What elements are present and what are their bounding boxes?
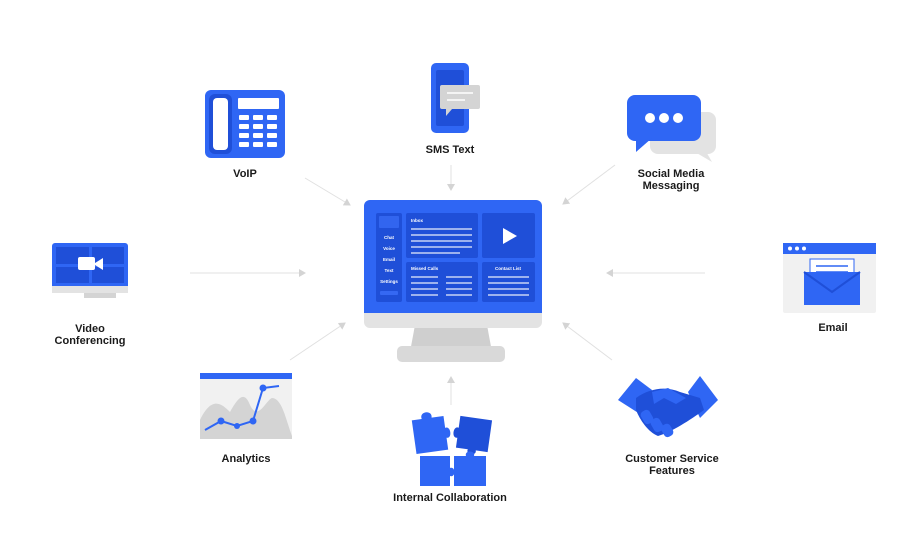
email-icon — [783, 243, 876, 313]
sidebar-item-settings: Settings — [380, 279, 398, 284]
node-label-social: Social Media Messaging — [637, 168, 705, 192]
node-label-video: Video Conferencing — [54, 323, 126, 347]
node-label-collab: Internal Collaboration — [393, 492, 507, 504]
sidebar-item-voice: Voice — [383, 246, 395, 251]
panel-inbox-title: Inbox — [411, 218, 423, 223]
arrow-social — [562, 164, 616, 205]
phone-icon — [205, 90, 285, 158]
arrow-service — [562, 322, 613, 361]
arrow-analytics — [289, 322, 346, 361]
sidebar-item-text: Text — [385, 268, 394, 273]
sidebar-item-chat: Chat — [384, 235, 395, 240]
node-label-sms: SMS Text — [425, 144, 475, 156]
chat-bubbles-icon — [627, 95, 716, 162]
handshake-icon — [618, 376, 718, 438]
video-conference-icon — [52, 243, 128, 298]
node-label-voip: VoIP — [233, 168, 257, 180]
arrow-voip — [304, 177, 351, 206]
analytics-chart-icon — [200, 373, 292, 439]
center-monitor-icon: Chat Voice Email Text Settings Inbox Mis… — [364, 200, 542, 362]
sms-phone-icon — [431, 63, 480, 133]
panel-missed-title: Missed Calls — [411, 266, 439, 271]
node-label-service: Customer Service Features — [625, 453, 719, 477]
connector-arrows — [190, 164, 705, 405]
puzzle-icon — [411, 412, 493, 486]
node-label-email: Email — [818, 322, 848, 334]
panel-contacts-title: Contact List — [495, 266, 522, 271]
sidebar-item-email: Email — [383, 257, 395, 262]
node-label-analytics: Analytics — [221, 453, 271, 465]
